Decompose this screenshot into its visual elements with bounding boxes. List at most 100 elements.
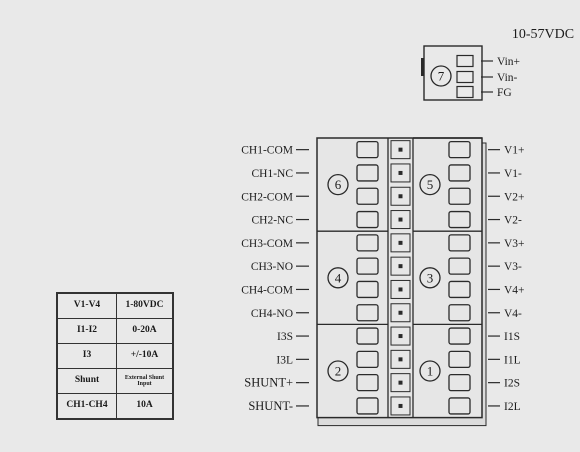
- wire-entry-right: [448, 210, 471, 229]
- screw-cell: [390, 373, 411, 393]
- spec-table: V1-V4 1-80VDC I1-I2 0-20A I3 +/-10A Shun…: [56, 292, 174, 420]
- block-number-badge: [419, 360, 441, 382]
- wire-entry-right: [448, 140, 471, 159]
- wire-entry-left: [356, 373, 379, 392]
- terminal-pin-label: V1+: [504, 145, 525, 157]
- block-number: 2: [335, 364, 342, 379]
- screw-dot: [398, 240, 403, 245]
- screw-dot: [398, 194, 403, 199]
- block-number: 5: [427, 177, 434, 192]
- spec-name: V1-V4: [56, 292, 117, 319]
- screw-dot: [398, 217, 403, 222]
- block-number-badge: [419, 267, 441, 289]
- screw-cell: [390, 303, 411, 323]
- block-number: 4: [335, 270, 342, 285]
- screw-cell: [390, 233, 411, 253]
- wire-entry-right: [448, 234, 471, 252]
- wire-entry-left: [356, 350, 379, 369]
- terminal-pin-label: I2S: [504, 378, 520, 390]
- wire-entry-right: [448, 397, 471, 415]
- terminal-pin-label: CH1-COM: [241, 145, 293, 157]
- block-number-badge: [327, 360, 349, 382]
- power-pin-socket: [456, 70, 474, 84]
- spec-row: I1-I2 0-20A: [56, 318, 174, 344]
- screw-dot: [398, 403, 403, 408]
- spec-row: Shunt External Shunt Input: [56, 368, 174, 394]
- wire-entry-right: [448, 164, 471, 182]
- terminal-pin-label: V3-: [504, 261, 522, 273]
- wire-entry-right: [448, 280, 471, 299]
- wire-entry-left: [356, 187, 379, 205]
- power-pin-socket: [456, 54, 474, 68]
- screw-cell: [390, 396, 411, 416]
- spec-value: 1-80VDC: [116, 292, 174, 319]
- spec-row: CH1-CH4 10A: [56, 393, 174, 420]
- spec-value: +/-10A: [116, 343, 174, 369]
- wire-entry-right: [448, 373, 471, 392]
- connector-number: 7: [438, 69, 445, 84]
- screw-cell: [390, 140, 411, 160]
- power-pin-label: Vin-: [497, 72, 518, 84]
- terminal-pin-label: CH3-NO: [251, 261, 293, 273]
- wire-entry-left: [356, 210, 379, 229]
- wire-entry-left: [356, 304, 379, 322]
- terminal-pin-label: I2L: [504, 401, 521, 413]
- spec-value: 10A: [116, 393, 174, 420]
- block-number: 1: [427, 364, 434, 379]
- terminal-pin-label: I1S: [504, 331, 520, 343]
- terminal-pin-label: I3S: [277, 331, 293, 343]
- terminal-pin-label: CH1-NC: [251, 168, 293, 180]
- terminal-pin-label: CH4-NO: [251, 308, 293, 320]
- power-connector-latch: [421, 58, 424, 76]
- supply-voltage-label: 10-57VDC: [512, 27, 574, 42]
- terminal-pin-label: CH3-COM: [241, 238, 293, 250]
- wire-entry-right: [448, 257, 471, 275]
- block-number-badge: [327, 267, 349, 289]
- block-number-badge: [327, 173, 349, 196]
- wire-entry-left: [356, 280, 379, 299]
- wire-entry-right: [448, 350, 471, 369]
- screw-cell: [390, 210, 411, 230]
- wire-entry-right: [448, 187, 471, 205]
- wire-entry-left: [356, 164, 379, 182]
- screw-cell: [390, 279, 411, 299]
- terminal-pin-label: I3L: [276, 354, 293, 366]
- screw-dot: [398, 380, 403, 385]
- spec-row: I3 +/-10A: [56, 343, 174, 369]
- wire-entry-left: [356, 234, 379, 252]
- terminal-pin-label: CH4-COM: [241, 284, 293, 296]
- block-number-badge: [419, 173, 441, 196]
- screw-cell: [390, 349, 411, 369]
- screw-dot: [398, 357, 403, 362]
- spec-value: External Shunt Input: [116, 368, 174, 394]
- screw-dot: [398, 310, 403, 315]
- spec-name: CH1-CH4: [56, 393, 117, 420]
- terminal-pin-label: V2+: [504, 191, 525, 203]
- screw-cell: [390, 186, 411, 206]
- wire-entry-left: [356, 257, 379, 275]
- terminal-pin-label: V3+: [504, 238, 525, 250]
- screw-dot: [398, 334, 403, 339]
- wire-entry-left: [356, 397, 379, 415]
- block-number: 3: [427, 270, 434, 285]
- power-pin-label: FG: [497, 87, 512, 99]
- terminal-pin-label: V2-: [504, 215, 522, 227]
- terminal-pin-label: SHUNT+: [244, 376, 293, 390]
- connector-number-badge: [430, 65, 452, 87]
- block-number: 6: [335, 177, 342, 192]
- power-pin-label: Vin+: [497, 56, 520, 68]
- spec-value: 0-20A: [116, 318, 174, 344]
- screw-dot: [398, 264, 403, 269]
- power-pin-socket: [456, 85, 474, 99]
- wire-entry-right: [448, 327, 471, 345]
- screw-cell: [390, 326, 411, 346]
- spec-name: I3: [56, 343, 117, 369]
- spec-row: V1-V4 1-80VDC: [56, 292, 174, 319]
- screw-cell: [390, 256, 411, 276]
- wire-entry-left: [356, 140, 379, 159]
- spec-name: I1-I2: [56, 318, 117, 344]
- terminal-pin-label: V4-: [504, 308, 522, 320]
- terminal-pin-label: SHUNT-: [248, 399, 293, 413]
